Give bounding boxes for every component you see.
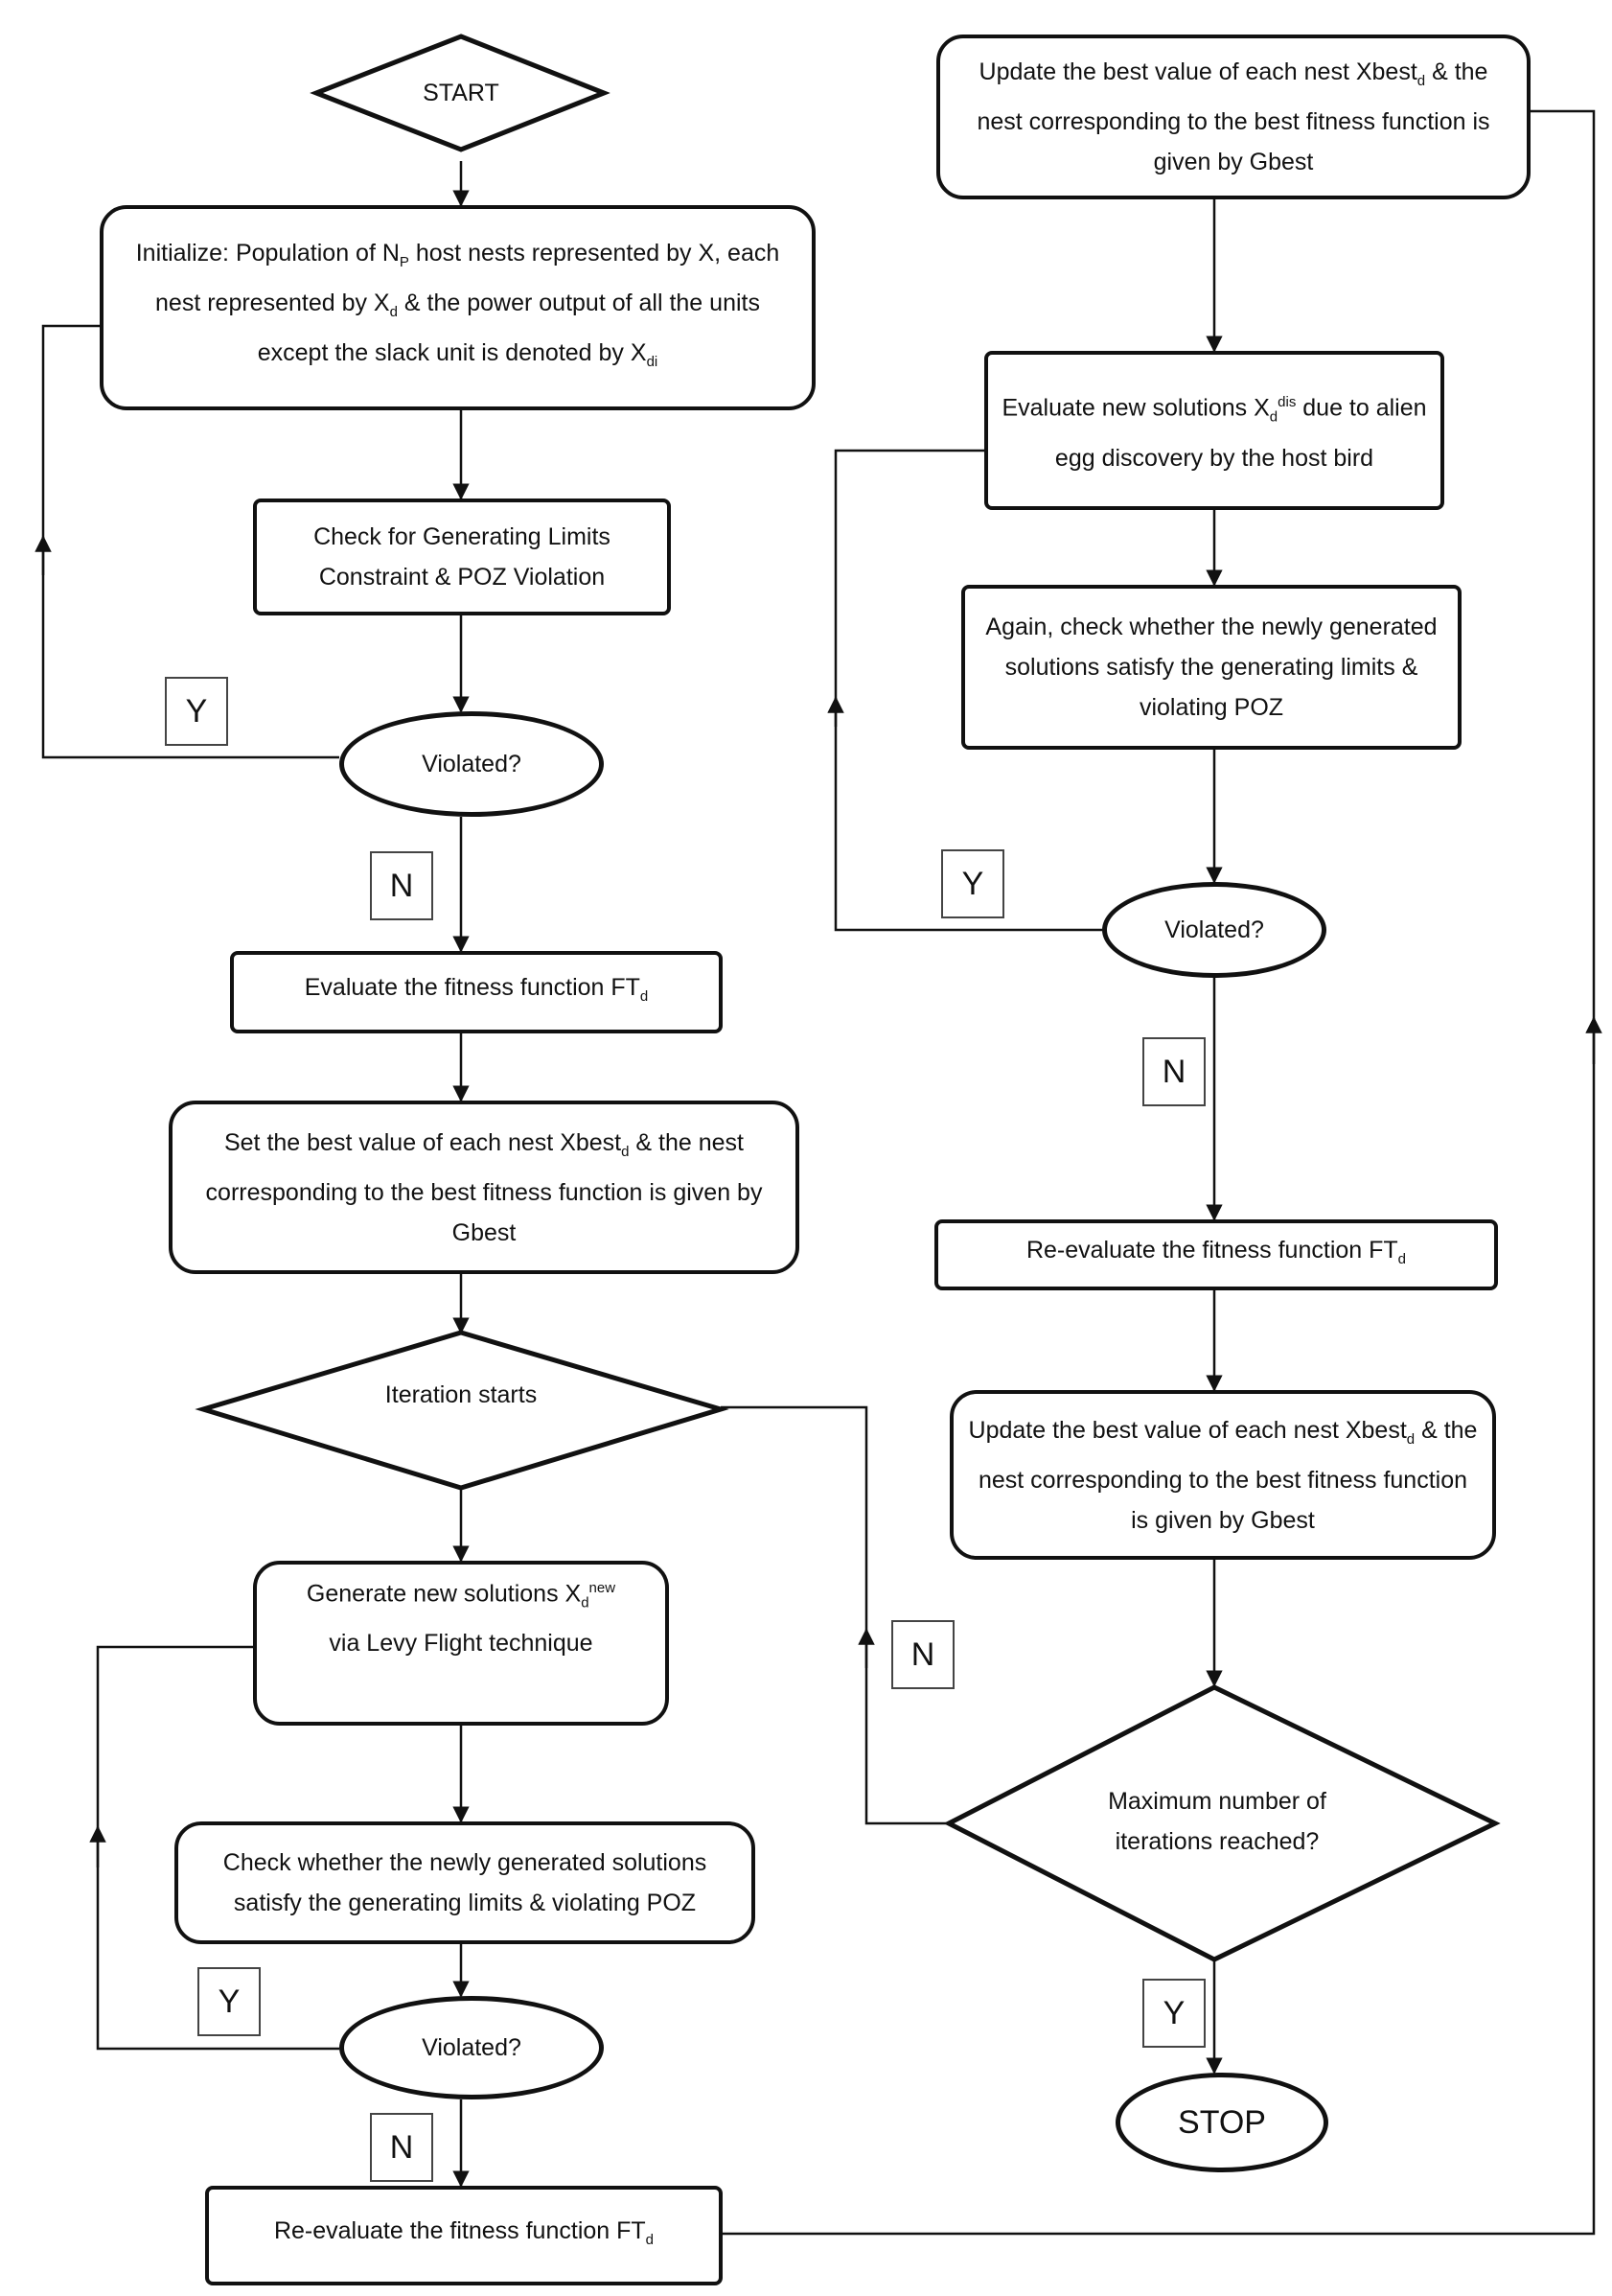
start-node: START	[364, 59, 558, 127]
initialize-box: Initialize: Population of NP host nests …	[100, 205, 816, 410]
update-best-1-box: Update the best value of each nest Xbest…	[936, 35, 1531, 199]
violated-2-label: Violated?	[422, 2034, 521, 2061]
reeval-2-box: Re-evaluate the fitness function FTd	[934, 1219, 1498, 1290]
edge-label-y1: Y	[165, 677, 228, 746]
initialize-label: Initialize: Population of NP host nests …	[135, 240, 780, 370]
iteration-node: Iteration starts	[307, 1371, 615, 1428]
evaluate-fitness-box: Evaluate the fitness function FTd	[230, 951, 723, 1033]
evaluate-fitness-label: Evaluate the fitness function FTd	[304, 974, 649, 1005]
check-again-label: Again, check whether the newly generated…	[985, 614, 1438, 721]
reeval-2-label: Re-evaluate the fitness function FTd	[1025, 1237, 1407, 1267]
violated-3-ellipse: Violated?	[1102, 882, 1326, 978]
check-limits-label: Check for Generating Limits Constraint &…	[313, 523, 610, 591]
max-iterations-label: Maximum number of iterations reached?	[1108, 1788, 1326, 1855]
edge-label-y2: Y	[197, 1967, 261, 2036]
check-new-box: Check whether the newly generated soluti…	[174, 1821, 755, 1944]
edge-maxiter-loop	[721, 1405, 949, 1825]
iteration-label: Iteration starts	[384, 1381, 538, 1408]
maxiter-diamond	[943, 1684, 1501, 1962]
check-new-label: Check whether the newly generated soluti…	[222, 1849, 707, 1916]
set-best-box: Set the best value of each nest Xbestd &…	[169, 1101, 799, 1274]
edge-label-n3: N	[1142, 1037, 1206, 1106]
edge-label-y3: Y	[941, 849, 1004, 918]
violated-2-ellipse: Violated?	[339, 1996, 604, 2099]
edge-violated3-loop	[834, 449, 1102, 932]
evaluate-dis-box: Evaluate new solutions Xddis due to alie…	[984, 351, 1444, 510]
edge-reeval1-updatebest1	[719, 109, 1596, 2236]
edge-label-n-loop: N	[891, 1620, 955, 1689]
edge-label-n1: N	[370, 851, 433, 920]
evaluate-dis-label: Evaluate new solutions Xddis due to alie…	[1002, 394, 1427, 472]
reeval-1-box: Re-evaluate the fitness function FTd	[205, 2186, 723, 2285]
check-limits-box: Check for Generating Limits Constraint &…	[253, 499, 671, 615]
edge-label-n2: N	[370, 2113, 433, 2182]
violated-3-label: Violated?	[1164, 916, 1264, 943]
violated-1-label: Violated?	[422, 751, 521, 777]
iteration-diamond	[195, 1330, 729, 1491]
edge-label-y4: Y	[1142, 1979, 1206, 2048]
update-best-1-label: Update the best value of each nest Xbest…	[977, 58, 1490, 175]
update-best-2-box: Update the best value of each nest Xbest…	[950, 1390, 1496, 1560]
stop-ellipse: STOP	[1116, 2073, 1328, 2172]
stop-label: STOP	[1178, 2104, 1266, 2141]
set-best-label: Set the best value of each nest Xbestd &…	[205, 1128, 763, 1246]
check-again-box: Again, check whether the newly generated…	[961, 585, 1462, 750]
start-label: START	[423, 80, 499, 106]
violated-1-ellipse: Violated?	[339, 711, 604, 817]
max-iterations-node: Maximum number of iterations reached?	[1073, 1754, 1361, 1889]
start-diamond	[310, 34, 610, 152]
update-best-2-label: Update the best value of each nest Xbest…	[968, 1416, 1478, 1534]
reeval-1-label: Re-evaluate the fitness function FTd	[273, 2217, 655, 2248]
